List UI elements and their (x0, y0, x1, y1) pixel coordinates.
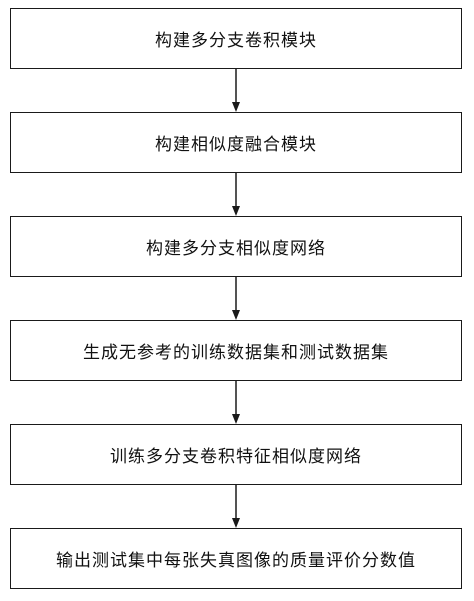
arrow-1-to-2 (231, 69, 241, 112)
step-2-box: 构建相似度融合模块 (10, 112, 462, 173)
step-1-box: 构建多分支卷积模块 (10, 8, 462, 69)
step-1-label: 构建多分支卷积模块 (155, 31, 317, 51)
step-3-label: 构建多分支相似度网络 (146, 239, 326, 259)
step-2-label: 构建相似度融合模块 (155, 135, 317, 155)
arrow-2-to-3 (231, 173, 241, 216)
step-6-box: 输出测试集中每张失真图像的质量评价分数值 (10, 528, 462, 589)
arrow-3-to-4 (231, 277, 241, 320)
step-6-label: 输出测试集中每张失真图像的质量评价分数值 (56, 551, 416, 571)
step-3-box: 构建多分支相似度网络 (10, 216, 462, 277)
step-5-label: 训练多分支卷积特征相似度网络 (110, 447, 362, 467)
arrow-5-to-6 (231, 485, 241, 528)
step-4-box: 生成无参考的训练数据集和测试数据集 (10, 320, 462, 381)
step-4-label: 生成无参考的训练数据集和测试数据集 (83, 343, 389, 363)
step-5-box: 训练多分支卷积特征相似度网络 (10, 424, 462, 485)
arrow-4-to-5 (231, 381, 241, 424)
